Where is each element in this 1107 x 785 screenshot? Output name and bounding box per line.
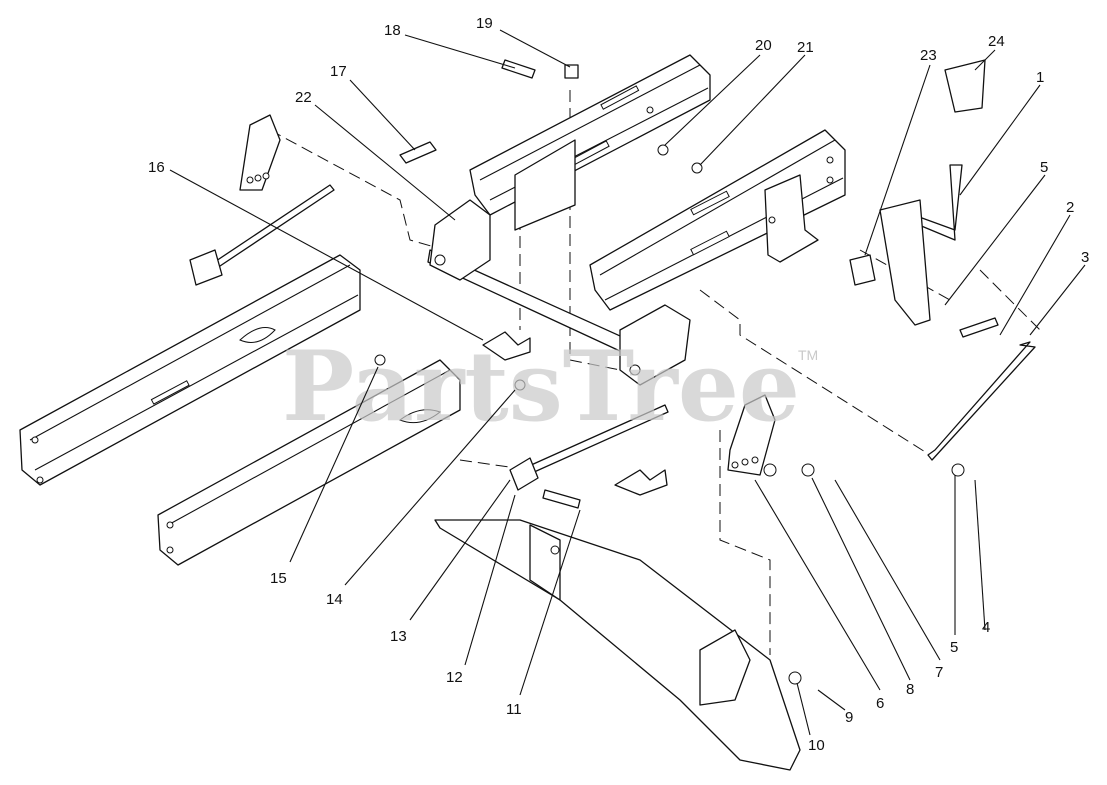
callout-11: 11 [506,701,522,718]
callout-5-lower: 5 [950,639,958,656]
callout-labels: 1 2 3 4 5 5 6 7 8 9 10 11 12 13 14 15 16… [148,15,1089,754]
hardware [374,59,965,685]
watermark-text: PartsTree [282,330,800,443]
callout-5-upper: 5 [1040,159,1048,176]
left-frame-rail [19,254,361,486]
callout-9: 9 [845,709,853,726]
right-frame-rail [589,129,846,311]
callout-22: 22 [295,89,312,106]
callout-23: 23 [920,47,937,64]
callout-12: 12 [446,669,463,686]
link-rods [189,184,1036,491]
callout-1: 1 [1036,69,1044,86]
callout-13: 13 [390,628,407,645]
callout-17: 17 [330,63,347,80]
callout-16: 16 [148,159,165,176]
lift-handle [849,59,999,338]
lower-frame-rail [157,359,461,566]
callout-10: 10 [808,737,825,754]
callout-6: 6 [876,695,884,712]
watermark-trademark: TM [798,347,818,363]
leader-lines [169,29,1086,736]
callout-14: 14 [326,591,343,608]
callout-2: 2 [1066,199,1074,216]
callout-18: 18 [384,22,401,39]
callout-7: 7 [935,664,943,681]
callout-3: 3 [1081,249,1089,266]
callout-15: 15 [270,570,287,587]
lift-plate-upper [239,114,281,191]
cross-shaft [427,199,691,386]
callout-24: 24 [988,33,1005,50]
callout-4: 4 [982,619,990,636]
watermark: PartsTree TM [282,330,818,443]
lift-plate-lower [727,394,776,476]
mounting-plate [514,139,576,231]
callout-19: 19 [476,15,493,32]
upper-frame-rail [469,54,711,216]
deck-lift-arm [434,519,801,771]
callout-20: 20 [755,37,772,54]
callout-21: 21 [797,39,814,56]
callout-8: 8 [906,681,914,698]
